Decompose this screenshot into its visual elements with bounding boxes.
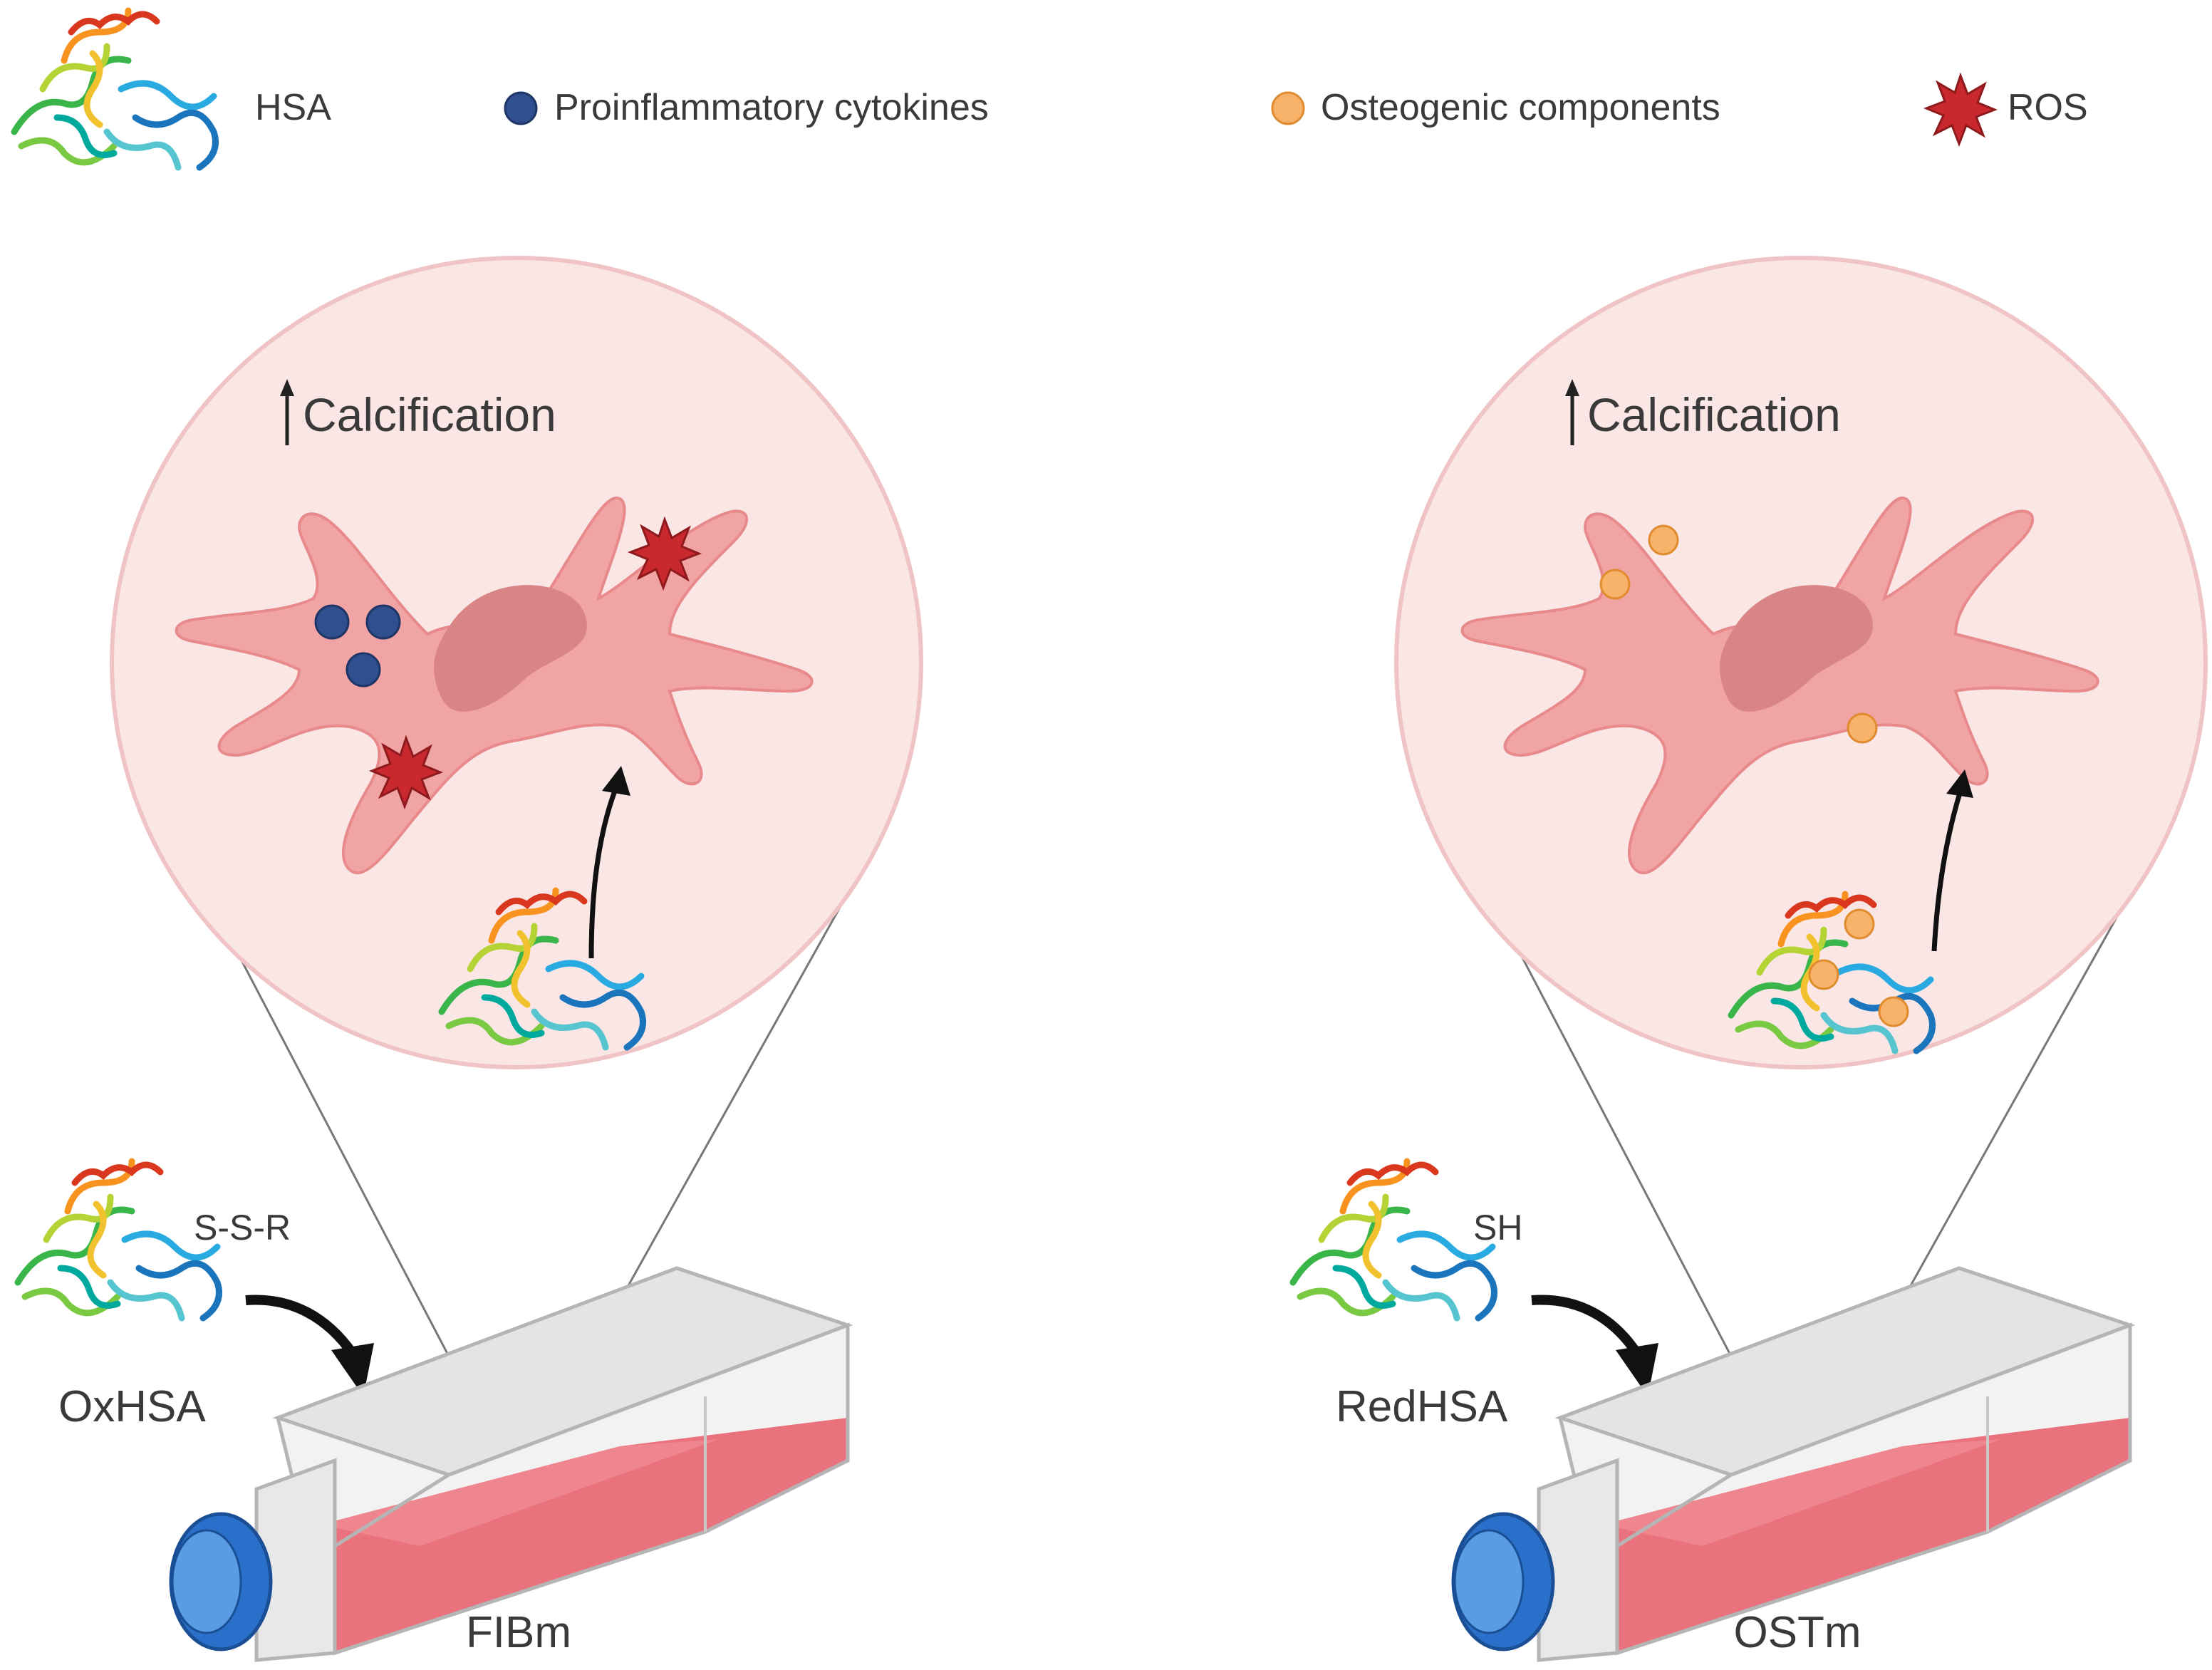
left-protein-icon [18, 1161, 219, 1318]
right-bound-osteogenic-3 [1878, 996, 1909, 1027]
right-add-arrow [1531, 1295, 1641, 1357]
left-medium-label: FIBm [466, 1608, 571, 1657]
right-uptake-arrow [1931, 789, 1963, 952]
left-uptake-arrow [588, 786, 619, 959]
right-osteogenic-1 [1648, 524, 1679, 556]
legend-ros-icon [1925, 74, 1996, 145]
left-protein-group: S-S-R [194, 1208, 291, 1248]
legend-osteogenic-icon [1271, 91, 1305, 125]
left-cytokine-3 [346, 652, 381, 688]
legend-hsa-label: HSA [255, 87, 331, 128]
left-protein-label: OxHSA [58, 1382, 206, 1431]
left-flask [171, 1268, 848, 1660]
left-cytokine-2 [365, 604, 401, 640]
right-panel: Calcification SH RedHSA OSTm [1293, 256, 2208, 1660]
right-effect-label: Calcification [1587, 388, 1841, 441]
legend-ros-label: ROS [2008, 87, 2088, 128]
right-medium-label: OSTm [1733, 1608, 1861, 1657]
legend-osteogenic-label: Osteogenic components [1321, 87, 1720, 128]
left-effect-label: Calcification [303, 388, 556, 441]
legend-hsa-icon [14, 11, 216, 167]
right-bound-osteogenic-1 [1844, 908, 1875, 940]
right-protein-group: SH [1473, 1208, 1522, 1248]
left-panel: Calcification S-S-R OxHSA FIBm [18, 256, 923, 1660]
right-protein-label: RedHSA [1336, 1382, 1508, 1431]
right-bound-osteogenic-2 [1808, 959, 1839, 990]
right-osteogenic-3 [1847, 712, 1878, 744]
right-osteogenic-2 [1599, 569, 1631, 600]
left-cytokine-1 [314, 604, 350, 640]
right-flask [1453, 1268, 2130, 1660]
right-nucleus [1720, 585, 1873, 712]
legend-cytokine-icon [504, 91, 538, 125]
legend-cytokines-label: Proinflammatory cytokines [554, 87, 989, 128]
left-nucleus [434, 585, 587, 712]
left-add-arrow [245, 1295, 357, 1357]
right-protein-icon [1293, 1161, 1495, 1318]
